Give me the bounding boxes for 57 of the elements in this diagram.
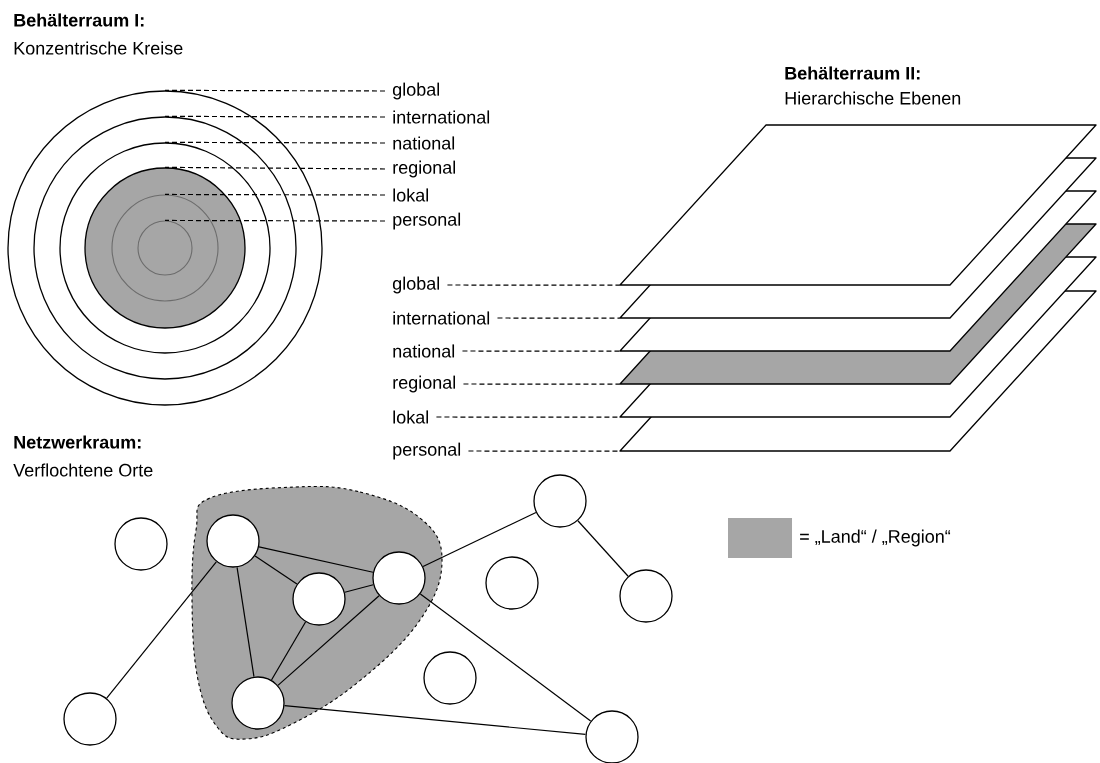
leader-line <box>164 89 386 92</box>
connection-line <box>254 555 298 585</box>
heading: Behälterraum I: <box>14 13 144 27</box>
circle-node <box>231 676 285 730</box>
leader-line <box>461 350 621 352</box>
level-label: global <box>392 276 440 294</box>
subheading: Hierarchische Ebenen <box>785 91 961 105</box>
leader-line <box>164 193 386 196</box>
leader-line <box>496 317 621 319</box>
leader-line <box>164 115 386 118</box>
circle-node <box>63 692 117 746</box>
connection-line <box>283 704 587 736</box>
level-label: lokal <box>393 188 428 202</box>
subheading: Verflochtene Orte <box>13 463 153 477</box>
leader-line <box>164 219 386 222</box>
heading: Netzwerkraum: <box>14 435 141 449</box>
circle-node <box>206 514 260 568</box>
level-label: national <box>393 136 455 150</box>
level-label: national <box>393 344 455 358</box>
subheading: Konzentrische Kreise <box>14 41 183 55</box>
connection-line <box>344 584 374 593</box>
level-label: regional <box>393 375 456 393</box>
circle-node <box>533 474 587 528</box>
leader-line <box>462 383 621 385</box>
leader-line <box>164 166 386 170</box>
connection-line <box>236 566 255 678</box>
connection-line <box>270 621 307 681</box>
legend-text: = „Land“ / „Region“ <box>800 529 951 547</box>
connection-line <box>422 511 537 568</box>
ring <box>111 194 219 302</box>
plane <box>619 124 1097 286</box>
connection-line <box>258 546 374 573</box>
leader-line <box>164 141 386 144</box>
level-label: international <box>393 110 490 124</box>
level-label: global <box>392 82 440 100</box>
level-label: personal <box>393 442 461 460</box>
level-label: international <box>393 311 490 325</box>
circle-node <box>292 572 346 626</box>
leader-line <box>446 284 621 286</box>
circle-node <box>372 551 426 605</box>
level-label: personal <box>393 212 461 230</box>
level-label: regional <box>393 160 456 178</box>
circle-node <box>485 556 539 610</box>
connection-line <box>577 520 629 577</box>
circle-node <box>619 569 673 623</box>
heading: Behälterraum II: <box>785 66 920 80</box>
connection-line <box>277 595 380 686</box>
ring <box>59 142 271 354</box>
connection-line <box>106 561 217 699</box>
ring <box>84 167 246 329</box>
ring <box>137 220 193 276</box>
circle-node <box>114 517 168 571</box>
ring <box>33 116 297 380</box>
level-label: lokal <box>393 410 428 424</box>
ring <box>7 90 323 406</box>
circle-node <box>423 651 477 705</box>
connection-line <box>419 593 592 722</box>
